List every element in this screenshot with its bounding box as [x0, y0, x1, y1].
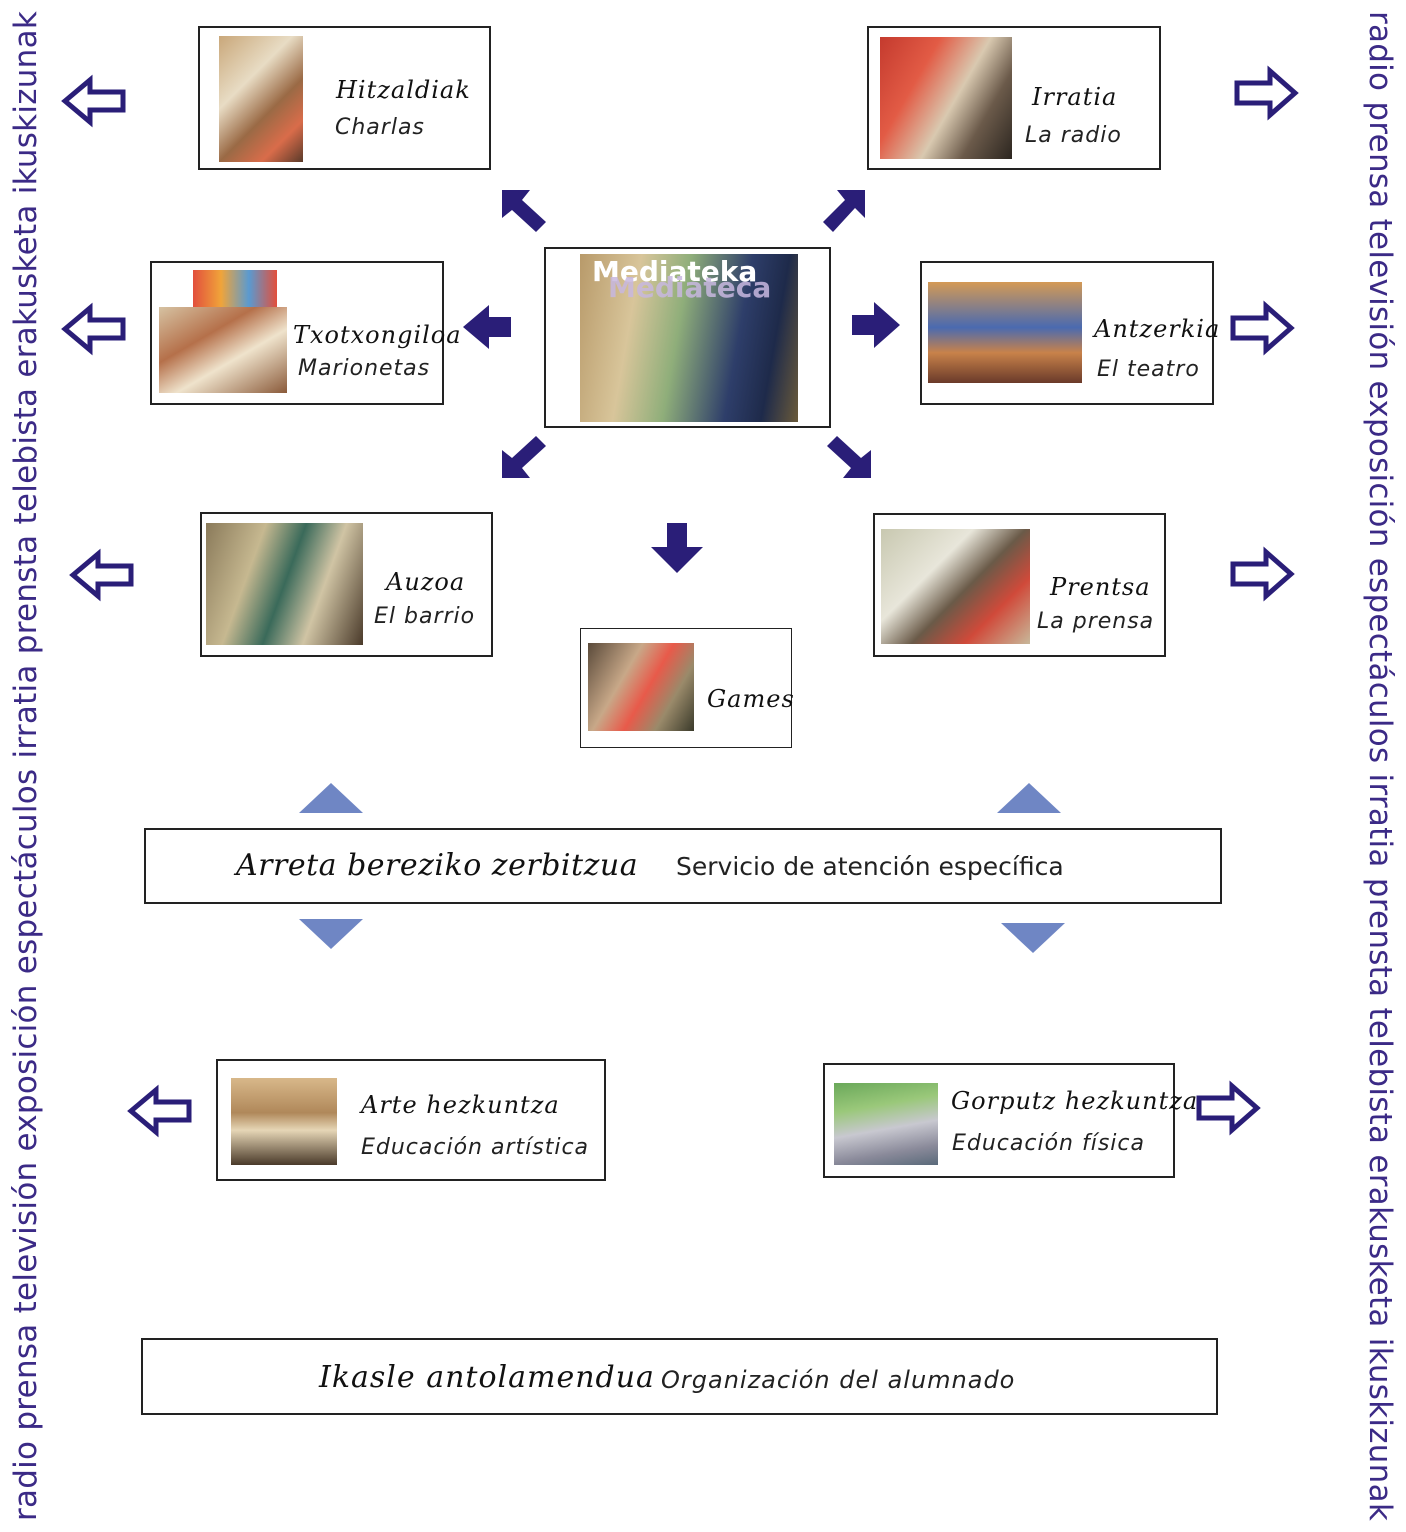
mediateka-title: Mediateka	[592, 255, 758, 288]
arrow-up-left-icon	[502, 190, 546, 232]
antzerkia-subtitle: El teatro	[1097, 357, 1200, 382]
txotxongiloa-photo	[159, 307, 287, 393]
triangle-up-icon	[997, 783, 1061, 813]
arte-title: Arte hezkuntza	[361, 1091, 560, 1119]
triangle-down-icon	[299, 919, 363, 949]
node-auzoa: Auzoa El barrio	[200, 512, 493, 657]
hitzaldiak-subtitle: Charlas	[335, 115, 425, 140]
organization-title: Ikasle antolamendua	[319, 1360, 655, 1395]
hitzaldiak-photo	[219, 36, 303, 162]
node-hitzaldiak: Hitzaldiak Charlas	[198, 26, 491, 170]
arrow-down-left-icon	[502, 436, 546, 478]
outline-arrow-right-icon	[1230, 300, 1295, 356]
irratia-photo	[880, 37, 1012, 159]
irratia-subtitle: La radio	[1025, 123, 1122, 148]
outline-arrow-left-icon	[127, 1084, 192, 1138]
games-photo	[588, 643, 694, 731]
prentsa-photo	[881, 529, 1030, 644]
left-side-label: radio prensa televisión exposición espec…	[6, 10, 44, 1522]
outline-arrow-left-icon	[61, 74, 126, 128]
mediateka-photo	[580, 254, 798, 422]
arrow-right-icon	[852, 302, 900, 348]
txotxongiloa-photo-top	[193, 270, 277, 310]
arrow-left-icon	[463, 305, 511, 349]
outline-arrow-right-icon	[1234, 65, 1299, 121]
node-prentsa: Prentsa La prensa	[873, 513, 1166, 657]
right-side-label: radio prensa televisión exposición espec…	[1362, 10, 1400, 1522]
service-title: Arreta bereziko zerbitzua	[236, 848, 639, 883]
arte-photo	[231, 1078, 337, 1165]
node-antzerkia: Antzerkia El teatro	[920, 261, 1219, 405]
auzoa-title: Auzoa	[386, 568, 466, 596]
left-side-text: radio prensa televisión exposición espec…	[0, 0, 50, 1532]
node-mediateka: Mediateka Mediateca	[544, 247, 831, 428]
outline-arrow-left-icon	[69, 548, 134, 602]
triangle-down-icon	[1001, 923, 1065, 953]
hitzaldiak-title: Hitzaldiak	[336, 76, 471, 104]
node-gorputz: Gorputz hezkuntza Educación física	[823, 1063, 1197, 1178]
node-irratia: Irratia La radio	[867, 26, 1161, 170]
prentsa-title: Prentsa	[1050, 573, 1151, 601]
gorputz-photo	[834, 1083, 938, 1165]
node-arte: Arte hezkuntza Educación artística	[216, 1059, 606, 1181]
arrow-down-right-icon	[827, 436, 871, 478]
node-txotxongiloa: Txotxongiloa Marionetas	[150, 261, 461, 405]
service-box: Arreta bereziko zerbitzua Servicio de at…	[144, 828, 1222, 904]
auzoa-subtitle: El barrio	[374, 604, 476, 629]
arte-subtitle: Educación artística	[361, 1135, 590, 1160]
txotxongiloa-title: Txotxongiloa	[293, 321, 462, 349]
antzerkia-photo	[928, 282, 1082, 383]
organization-subtitle: Organización del alumnado	[661, 1366, 1016, 1394]
games-title: Games	[707, 685, 795, 713]
service-subtitle: Servicio de atención específica	[676, 852, 1064, 881]
prentsa-subtitle: La prensa	[1037, 609, 1155, 634]
gorputz-title: Gorputz hezkuntza	[951, 1087, 1199, 1115]
outline-arrow-left-icon	[61, 302, 126, 356]
node-games: Games	[580, 628, 795, 748]
triangle-up-icon	[299, 783, 363, 813]
antzerkia-title: Antzerkia	[1094, 315, 1221, 343]
organization-box: Ikasle antolamendua Organización del alu…	[141, 1338, 1218, 1415]
outline-arrow-right-icon	[1196, 1080, 1261, 1136]
auzoa-photo	[206, 523, 363, 645]
outline-arrow-right-icon	[1230, 546, 1295, 602]
gorputz-subtitle: Educación física	[952, 1131, 1145, 1156]
arrow-down-icon	[651, 523, 703, 573]
irratia-title: Irratia	[1032, 83, 1118, 111]
right-side-text: radio prensa televisión exposición espec…	[1356, 0, 1406, 1532]
mediateca-title: Mediateca	[608, 271, 772, 304]
arrow-up-right-icon	[823, 190, 865, 232]
txotxongiloa-subtitle: Marionetas	[298, 356, 431, 381]
